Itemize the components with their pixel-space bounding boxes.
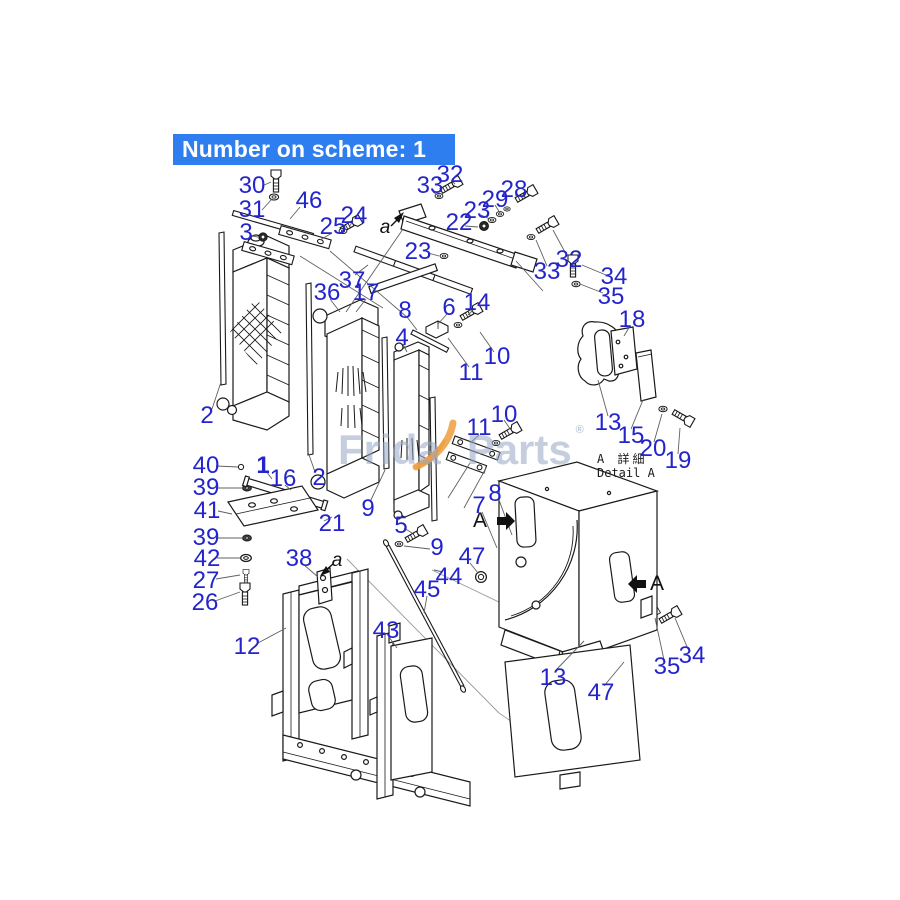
callout-number: 35 (597, 283, 625, 310)
radiator-left (216, 234, 290, 431)
callout-number: 33 (416, 172, 444, 199)
callout-number: 31 (238, 196, 266, 223)
callout-number: 34 (600, 263, 628, 290)
callout-number: 8 (488, 480, 502, 507)
side-plate (369, 622, 641, 800)
callout-number: 34 (678, 642, 706, 669)
top-brackets (231, 209, 474, 295)
callout-number: 35 (653, 653, 681, 680)
callout-number: 2 (312, 464, 326, 491)
callout-number: 6 (442, 294, 456, 321)
callout-number: 15 (617, 422, 645, 449)
callout-number: 13 (539, 664, 567, 691)
callout-number: 8 (398, 297, 412, 324)
ref-marker-a: a (331, 550, 343, 571)
callout-number: 28 (500, 176, 528, 203)
view-marker-A: A (472, 509, 488, 532)
callout-number: 1 (256, 452, 270, 479)
callout-number: 10 (490, 401, 518, 428)
detail-a-note-jp: A 詳細 (597, 452, 648, 466)
callout-number: 21 (318, 510, 346, 537)
callout-number: 38 (285, 545, 313, 572)
callout-number: 9 (361, 495, 375, 522)
mount-frame (271, 567, 471, 807)
callout-number: 10 (483, 343, 511, 370)
callout-number: 26 (191, 589, 219, 616)
callout-number: 16 (269, 465, 297, 492)
callout-number: 30 (238, 172, 266, 199)
callout-number: 44 (435, 563, 463, 590)
callout-number: 46 (295, 187, 323, 214)
view-a-arrow-right (497, 512, 515, 530)
callout-number: 4 (395, 324, 409, 351)
callout-number: 43 (372, 617, 400, 644)
callout-number: 11 (458, 359, 484, 386)
callout-number: 42 (193, 545, 221, 572)
callout-number: 20 (639, 435, 667, 462)
callout-number: 36 (313, 279, 341, 306)
callout-number: 40 (192, 452, 220, 479)
callout-number: 2 (200, 402, 214, 429)
callout-number: 27 (192, 567, 220, 594)
callout-number: 23 (463, 197, 491, 224)
callout-number: 45 (413, 576, 441, 603)
detail-a-parts (577, 321, 657, 402)
ref-marker-a: a (379, 217, 391, 238)
callout-number: 12 (233, 633, 261, 660)
callout-number: 18 (618, 306, 646, 333)
leader-lines (211, 180, 689, 687)
scheme-title-text: Number on scheme: 1 (182, 136, 427, 162)
view-marker-A: A (649, 572, 665, 595)
callout-number: 13 (594, 409, 622, 436)
callout-number: 47 (587, 679, 615, 706)
callout-number: 7 (472, 492, 486, 519)
radiator-middle (310, 299, 380, 499)
seal-strips (218, 231, 314, 456)
callout-number: 11 (466, 414, 492, 441)
detail-a-note: A 詳細 Detail A (597, 452, 655, 480)
upper-bracket-assembly (368, 203, 538, 295)
watermark-swoosh-icon (412, 419, 457, 471)
lower-bar-and-plate (227, 475, 329, 527)
callout-number: 32 (555, 246, 583, 273)
callout-number: 14 (463, 289, 491, 316)
callout-number: 17 (352, 279, 380, 306)
callout-number: 3 (239, 219, 253, 246)
callout-number: 37 (338, 267, 366, 294)
view-a-arrow-left (628, 575, 646, 593)
rod (382, 539, 467, 693)
callout-number: 9 (430, 534, 444, 561)
reference-arrows (320, 212, 646, 593)
callout-number: 5 (394, 512, 408, 539)
detail-a-note-en: Detail A (597, 466, 655, 480)
callout-number: 29 (481, 186, 509, 213)
callout-number: 47 (458, 543, 486, 570)
callout-number: 22 (445, 209, 473, 236)
callout-number: 23 (404, 238, 432, 265)
callout-number: 33 (533, 258, 561, 285)
callout-number: 25 (319, 213, 347, 240)
callout-number: 39 (192, 474, 220, 501)
callout-number: 39 (192, 524, 220, 551)
callout-number: 32 (436, 161, 464, 188)
callout-number: 41 (193, 497, 221, 524)
clamp-parts (410, 320, 501, 474)
radiator-right (393, 341, 430, 520)
callout-number: 24 (340, 202, 368, 229)
fan-shroud (496, 461, 660, 670)
scheme-title: Number on scheme: 1 (173, 134, 455, 165)
callout-number: 19 (664, 447, 692, 474)
